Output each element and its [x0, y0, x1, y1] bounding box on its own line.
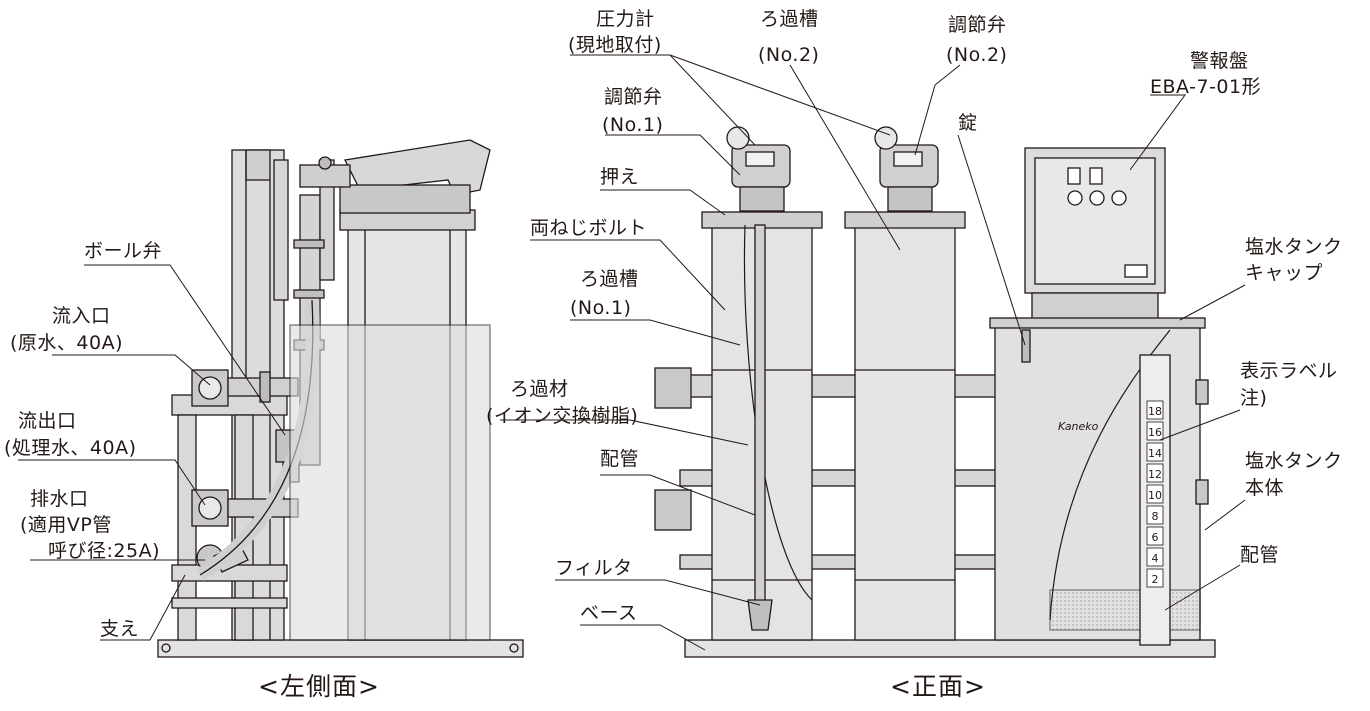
label-brine-body: 塩水タンク [1245, 450, 1343, 472]
scale-box [1146, 547, 1164, 567]
label-stud-bolt: 両ねじボルト [530, 217, 648, 239]
scale-box [1146, 421, 1164, 441]
label-control-valve-1-sub: (No.1) [602, 114, 664, 136]
label-piping-1: 配管 [600, 448, 640, 470]
label-brine-cap-sub: キャップ [1245, 262, 1324, 284]
scale-mark: 14 [1148, 447, 1162, 460]
label-drain: 排水口 [30, 488, 89, 510]
scale-mark: 2 [1152, 573, 1159, 586]
scale-box [1146, 442, 1164, 462]
scale-box [1146, 568, 1164, 588]
leader-lines [18, 54, 1246, 651]
view-title-front: <正面> [890, 672, 986, 701]
scale-mark: 10 [1148, 489, 1162, 502]
label-display-label-sub: 注) [1240, 387, 1268, 409]
label-filter-media-sub: (イオン交換樹脂) [486, 405, 639, 427]
label-filter-media: ろ過材 [510, 378, 569, 400]
view-title-left: <左側面> [258, 672, 380, 701]
label-filter-tank-2: ろ過槽 [760, 8, 819, 30]
label-control-valve-2-sub: (No.2) [946, 44, 1008, 66]
label-filter: フィルタ [555, 557, 633, 579]
scale-box [1146, 505, 1164, 525]
label-ball-valve: ボール弁 [84, 240, 163, 262]
left-side-view [157, 139, 524, 658]
scale-box [1146, 400, 1164, 420]
label-outlet: 流出口 [18, 410, 77, 432]
label-pressure-gauge-sub: (現地取付) [568, 34, 662, 56]
scale-box [1146, 463, 1164, 483]
label-base: ベース [580, 602, 638, 624]
label-brine-body-sub: 本体 [1245, 477, 1285, 499]
level-scale: 18 16 14 12 10 8 6 4 2 [1146, 400, 1164, 588]
brand-logo-text: Kaneko [1058, 420, 1099, 433]
label-alarm-panel-sub: EBA-7-01形 [1150, 76, 1262, 98]
label-inlet-sub: (原水、40A) [10, 332, 123, 354]
label-brine-cap: 塩水タンク [1245, 236, 1343, 258]
label-control-valve-1: 調節弁 [604, 86, 663, 108]
label-filter-tank-1: ろ過槽 [580, 268, 639, 290]
label-inlet: 流入口 [52, 305, 111, 327]
label-drain-sub2: 呼び径:25A) [48, 540, 160, 562]
label-filter-tank-1-sub: (No.1) [570, 297, 632, 319]
scale-mark: 12 [1148, 468, 1162, 481]
scale-mark: 18 [1148, 405, 1162, 418]
front-view [654, 126, 1216, 658]
label-piping-2: 配管 [1240, 544, 1280, 566]
scale-box [1146, 484, 1164, 504]
label-holder: 押え [600, 166, 640, 188]
label-outlet-sub: (処理水、40A) [4, 437, 137, 459]
scale-box [1146, 526, 1164, 546]
label-alarm-panel: 警報盤 [1190, 50, 1249, 72]
label-pressure-gauge: 圧力計 [596, 8, 655, 30]
label-lock: 錠 [958, 112, 978, 134]
label-control-valve-2: 調節弁 [948, 14, 1007, 36]
scale-mark: 6 [1152, 531, 1159, 544]
label-display-label: 表示ラベル [1240, 360, 1338, 382]
label-support: 支え [100, 618, 140, 640]
scale-mark: 16 [1148, 426, 1162, 439]
label-drain-sub1: (適用VP管 [20, 514, 112, 536]
label-filter-tank-2-sub: (No.2) [758, 44, 820, 66]
scale-mark: 8 [1152, 510, 1159, 523]
scale-mark: 4 [1152, 552, 1159, 565]
